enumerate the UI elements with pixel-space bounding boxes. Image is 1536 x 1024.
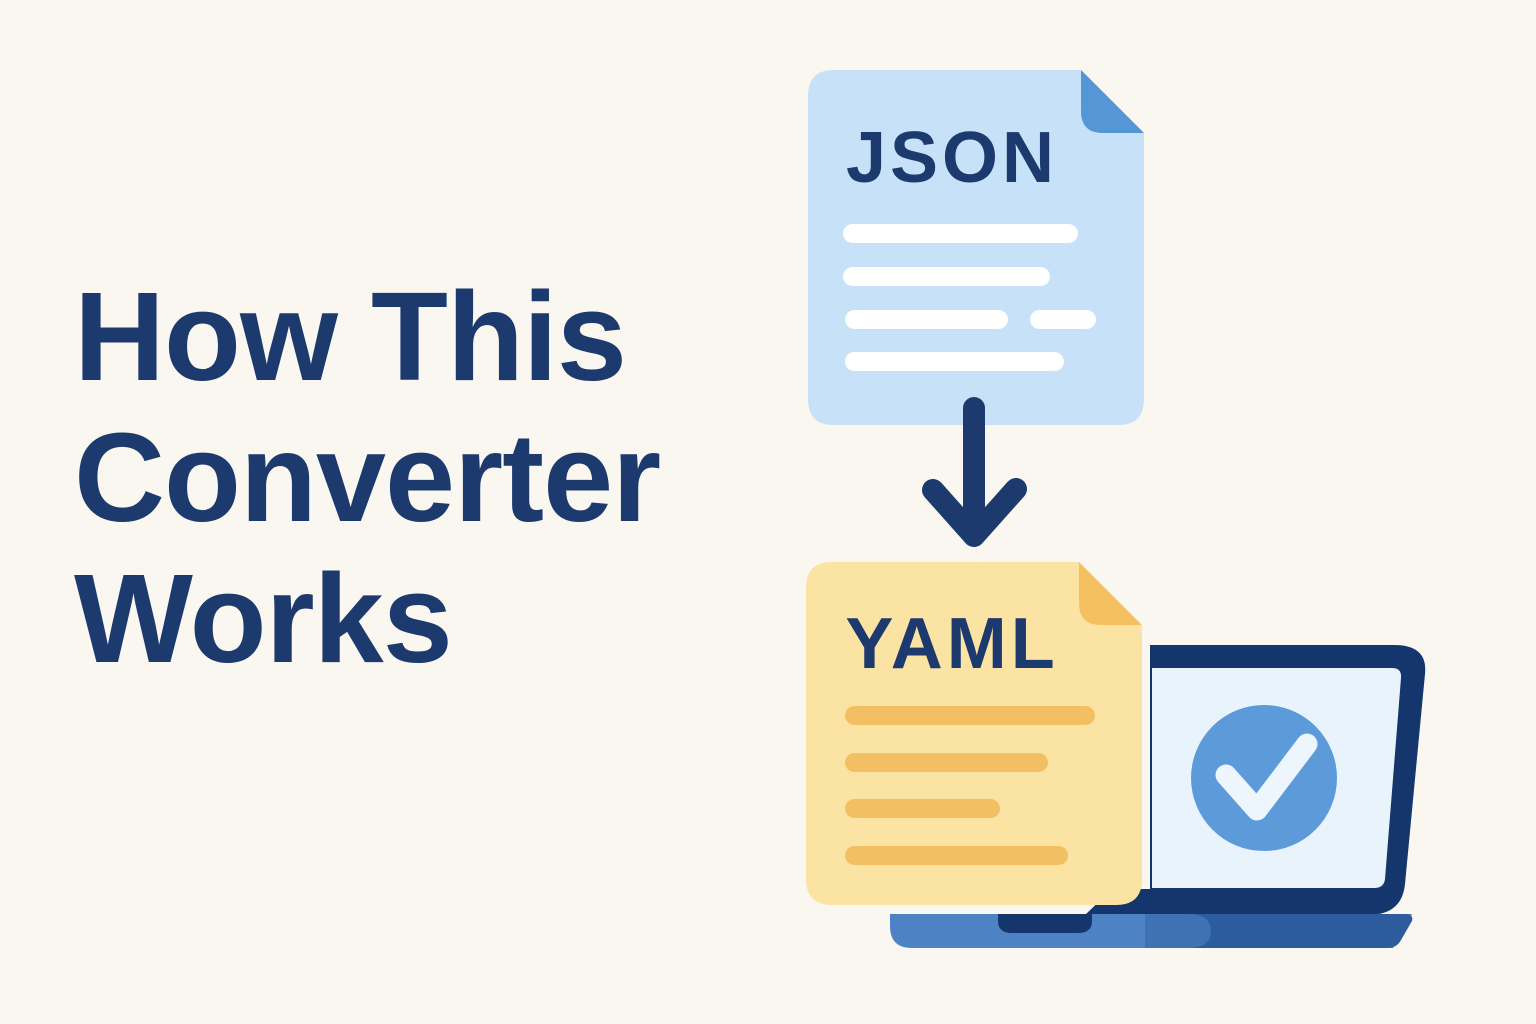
yaml-card: [806, 562, 1142, 905]
laptop-base-shade: [1145, 914, 1211, 948]
yaml-label: YAML: [845, 604, 1058, 684]
page-title: How This Converter Works: [74, 266, 661, 689]
laptop-base-right: [1145, 914, 1413, 948]
json-folded-corner-icon: [1081, 70, 1144, 133]
arrow-down-icon: [922, 397, 1027, 547]
success-badge-circle: [1191, 705, 1337, 851]
json-document-icon: JSON: [808, 70, 1144, 425]
json-text-line: [843, 267, 1050, 286]
json-text-lines: [843, 224, 1096, 371]
laptop-trackpad-notch: [998, 914, 1092, 933]
laptop-icon: [890, 645, 1426, 948]
json-text-line: [845, 310, 1008, 329]
arrow-head: [922, 478, 1027, 547]
json-label: JSON: [846, 118, 1058, 198]
yaml-text-line: [845, 706, 1095, 725]
yaml-text-line: [845, 753, 1048, 772]
yaml-text-line: [845, 799, 1000, 818]
yaml-text-line: [845, 846, 1068, 865]
yaml-text-lines: [845, 706, 1095, 865]
json-text-line: [845, 352, 1064, 371]
json-text-line: [843, 224, 1078, 243]
json-card: [808, 70, 1144, 425]
json-text-line: [1030, 310, 1096, 329]
checkmark-icon: [1215, 733, 1318, 821]
yaml-folded-corner-icon: [1079, 562, 1142, 625]
yaml-document-icon: YAML: [806, 562, 1142, 905]
